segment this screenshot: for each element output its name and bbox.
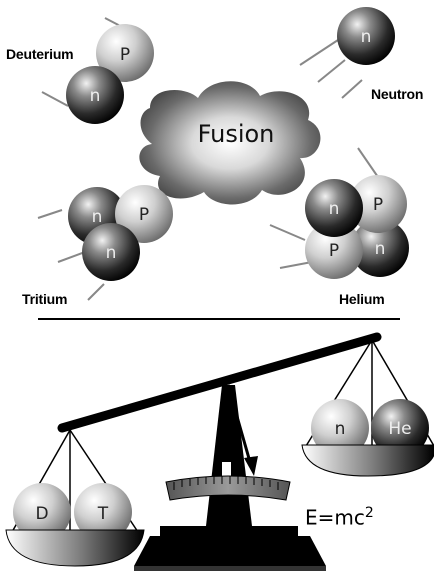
equation-base: E=mc bbox=[305, 505, 365, 530]
deuterium-symbol: D bbox=[35, 504, 48, 524]
neutron-ball bbox=[337, 7, 395, 65]
neutron-symbol: n bbox=[90, 86, 101, 106]
helium-nucleus: n P P n bbox=[305, 175, 409, 279]
scale-beam bbox=[57, 332, 382, 433]
deuterium-nucleus: P n bbox=[66, 24, 154, 124]
proton-symbol: P bbox=[120, 45, 130, 65]
left-pan: D T bbox=[5, 429, 145, 567]
neutron-symbol: n bbox=[329, 199, 340, 219]
neutron-symbol: n bbox=[375, 239, 386, 259]
helium-label: Helium bbox=[339, 291, 385, 307]
free-neutron: n bbox=[337, 7, 395, 65]
proton-ball bbox=[349, 175, 407, 233]
motion-lines bbox=[37, 17, 381, 301]
neutron-symbol: n bbox=[361, 27, 372, 47]
neutron-ball bbox=[305, 179, 363, 237]
tritium-label: Tritium bbox=[22, 291, 68, 307]
equation-exponent: 2 bbox=[364, 505, 374, 521]
proton-ball bbox=[96, 24, 154, 82]
neutron-label: Neutron bbox=[371, 86, 424, 102]
right-pan: n He bbox=[301, 339, 434, 477]
tritium-symbol: T bbox=[97, 504, 109, 524]
scale-needle bbox=[226, 384, 258, 476]
neutron-symbol: n bbox=[92, 207, 103, 227]
helium-symbol: He bbox=[388, 419, 411, 439]
neutron-ball bbox=[311, 399, 369, 457]
scale-gauge bbox=[165, 475, 291, 501]
fusion-cloud bbox=[139, 81, 321, 205]
neutron-symbol: n bbox=[106, 243, 117, 263]
helium-ball bbox=[371, 399, 429, 457]
proton-ball bbox=[305, 221, 363, 279]
proton-symbol: P bbox=[329, 241, 339, 261]
mass-energy-equation: E=mc2 bbox=[305, 505, 374, 530]
neutron-ball bbox=[82, 223, 140, 281]
proton-symbol: P bbox=[373, 195, 383, 215]
neutron-ball bbox=[351, 219, 409, 277]
proton-symbol: P bbox=[139, 205, 149, 225]
deuterium-ball bbox=[13, 483, 71, 541]
tritium-ball bbox=[74, 483, 132, 541]
deuterium-label: Deuterium bbox=[6, 46, 74, 62]
proton-ball bbox=[115, 185, 173, 243]
fusion-label: Fusion bbox=[198, 120, 275, 148]
neutron-ball bbox=[66, 66, 124, 124]
neutron-symbol: n bbox=[335, 419, 346, 439]
tritium-nucleus: n P n bbox=[68, 185, 173, 281]
